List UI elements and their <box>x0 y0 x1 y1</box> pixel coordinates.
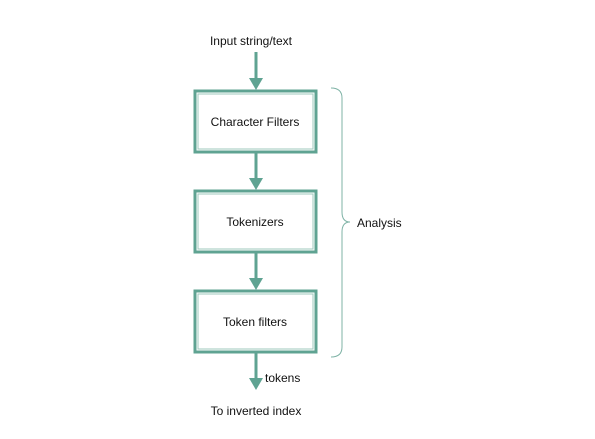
step-box-character-filters: Character Filters <box>193 89 318 154</box>
step-label-character-filters: Character Filters <box>211 115 300 129</box>
input-label: Input string/text <box>210 34 293 48</box>
analysis-brace <box>330 87 351 358</box>
step-label-tokenizers: Tokenizers <box>226 215 283 229</box>
arrow-token-filters-to-output <box>249 353 263 390</box>
step-box-tokenizers: Tokenizers <box>193 189 318 254</box>
tokens-label: tokens <box>265 371 300 385</box>
arrow-character-filters-to-tokenizers <box>249 153 263 190</box>
destination-label: To inverted index <box>211 404 302 418</box>
step-label-token-filters: Token filters <box>223 315 287 329</box>
arrow-tokenizers-to-token-filters <box>249 253 263 290</box>
analysis-label: Analysis <box>357 216 402 230</box>
step-box-token-filters: Token filters <box>193 289 318 354</box>
arrow-input-to-character-filters <box>249 52 263 90</box>
